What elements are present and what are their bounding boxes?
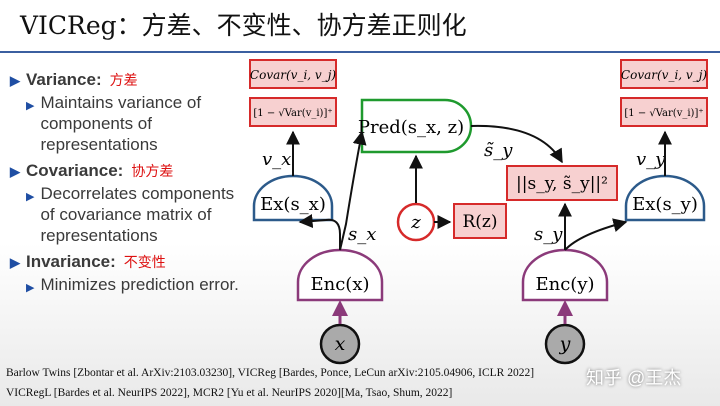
bullet-label: Invariance:: [26, 252, 116, 271]
sx-label: s_x: [348, 224, 376, 245]
expander-y-shape: [624, 174, 706, 222]
triangle-bullet-icon: ▶: [26, 100, 35, 112]
covar-right-box: [620, 59, 708, 89]
vx-label: v_x: [262, 149, 291, 170]
var-right-label: [1 − √Var(v_i)]⁺: [624, 108, 703, 119]
var-left-label: [1 − √Var(v_i)]⁺: [253, 108, 332, 119]
references: Barlow Twins [Zbontar et al. ArXiv:2103.…: [6, 363, 534, 403]
input-y-circle: [544, 323, 586, 365]
input-x-circle: [319, 323, 361, 365]
vy-label: v_y: [636, 149, 666, 170]
arrow-sy-to-expander: [564, 218, 628, 251]
expander-y-label: Ex(s_y): [632, 194, 698, 215]
covar-left-label: Covar(v_i, v_j): [250, 68, 337, 82]
encoder-x-label: Enc(x): [310, 274, 369, 295]
triangle-bullet-icon: ▶: [10, 255, 20, 270]
sub-bullet-text: Decorrelates components of covariance ma…: [40, 184, 235, 245]
bullet-invariance: ▶ Invariance: 不变性: [10, 252, 246, 272]
covar-right-label: Covar(v_i, v_j): [621, 68, 708, 82]
vicreg-diagram: Covar(v_i, v_j) Covar(v_i, v_j) [1 − √Va…: [249, 59, 708, 365]
bullet-list: ▶ Variance: 方差 ▶ Maintains variance of c…: [10, 66, 246, 305]
encoder-y-shape: [521, 248, 609, 302]
arrow-sx-to-predictor: [339, 130, 367, 251]
slide-title: VICReg：方差、不变性、协方差正则化: [20, 11, 467, 40]
sy-label: s_y: [534, 224, 563, 245]
var-right-box: [620, 97, 708, 127]
triangle-bullet-icon: ▶: [26, 191, 35, 203]
input-y-label: y: [559, 333, 571, 355]
expander-x-shape: [252, 174, 334, 222]
sub-bullet-text: Minimizes prediction error.: [40, 275, 239, 294]
bullet-covariance: ▶ Covariance: 协方差: [10, 161, 246, 181]
sub-bullet-text: Maintains variance of components of repr…: [40, 93, 202, 154]
rz-box: [453, 203, 507, 239]
triangle-bullet-icon: ▶: [10, 164, 20, 179]
predictor-label: Pred(s_x, z): [358, 117, 464, 138]
bullet-zh: 方差: [109, 73, 138, 89]
title-rule: [0, 51, 720, 53]
z-label: z: [410, 212, 421, 233]
arrow-sx-to-expander: [298, 214, 341, 250]
sub-bullet-variance: ▶ Maintains variance of components of re…: [26, 92, 246, 155]
reference-line-1: Barlow Twins [Zbontar et al. ArXiv:2103.…: [6, 367, 535, 379]
sub-bullet-invariance: ▶ Minimizes prediction error.: [26, 274, 246, 299]
bullet-zh: 协方差: [131, 164, 174, 180]
bullet-zh: 不变性: [123, 255, 166, 271]
arrow-predictor-to-distance: [470, 124, 563, 164]
distance-box: [506, 165, 618, 201]
predictor-shape: [360, 98, 473, 154]
sub-bullet-covariance: ▶ Decorrelates components of covariance …: [26, 183, 246, 246]
rz-label: R(z): [462, 212, 497, 232]
bullet-label: Variance:: [26, 70, 102, 89]
bullet-variance: ▶ Variance: 方差: [10, 70, 246, 90]
reference-line-2: VICRegL [Bardes et al. NeurIPS 2022], MC…: [6, 387, 453, 399]
expander-x-label: Ex(s_x): [260, 194, 326, 215]
watermark: 知乎 @王杰: [586, 368, 682, 388]
distance-label: ||s_y, s̃_y||²: [516, 174, 608, 194]
var-left-box: [249, 97, 337, 127]
covar-left-box: [249, 59, 337, 89]
encoder-x-shape: [296, 248, 384, 302]
input-x-arrowhead: [332, 300, 348, 316]
encoder-y-label: Enc(y): [535, 274, 594, 295]
sy-tilde-label: s̃_y: [484, 140, 513, 161]
bullet-label: Covariance:: [26, 161, 124, 180]
input-y-arrowhead: [557, 300, 573, 316]
input-x-label: x: [335, 333, 346, 355]
triangle-bullet-icon: ▶: [26, 282, 35, 294]
triangle-bullet-icon: ▶: [10, 73, 20, 88]
